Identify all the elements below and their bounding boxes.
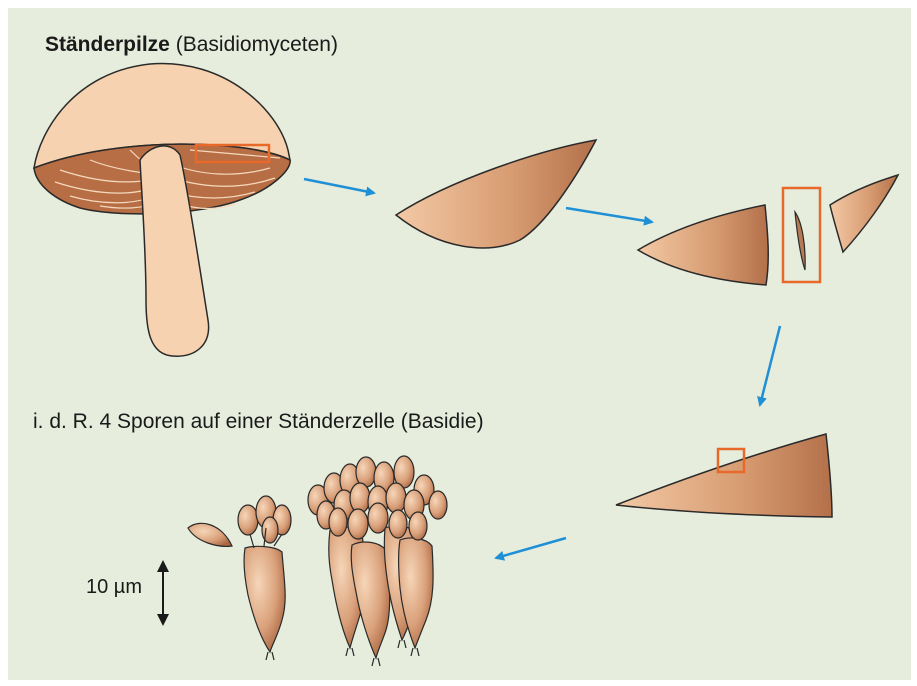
gill-piece-right [830,175,898,252]
released-spore [188,523,232,546]
scale-bar-label: 10 µm [86,576,142,599]
basidium-cell [244,546,285,652]
gill-segment [396,140,596,248]
gill-piece-left [638,205,768,285]
spore [350,483,370,513]
spore [348,509,368,539]
arrow-2 [566,208,652,222]
figure-title: Ständerpilze (Basidiomyceten) [45,33,338,57]
arrow-1 [304,179,374,193]
arrow-4 [496,538,566,558]
mushroom-illustration [34,64,290,357]
spore [409,512,427,540]
spore [238,505,258,535]
spore [429,491,447,519]
spore [386,483,406,513]
magnified-slice [616,434,832,517]
scale-bar [157,560,169,626]
arrow-3 [760,326,780,405]
basidia-caption: i. d. R. 4 Sporen auf einer Ständerzelle… [33,410,484,434]
basidia-cluster [308,456,447,666]
spore [389,510,407,538]
gill-cross-section [638,175,898,285]
basidium-cell [351,542,390,658]
spore [368,503,388,533]
single-basidium [188,496,291,660]
gill-slice [795,212,805,270]
spore [329,508,347,536]
title-normal: (Basidiomyceten) [176,33,338,56]
title-bold: Ständerpilze [45,33,170,56]
